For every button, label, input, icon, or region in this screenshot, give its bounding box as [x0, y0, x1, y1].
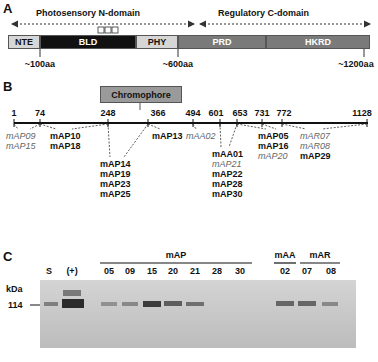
domain-label: NTE — [15, 37, 33, 47]
clone-name: mAP28 — [212, 179, 243, 189]
clone-name: mAP29 — [300, 151, 331, 161]
clone-name: mAP19 — [100, 169, 131, 179]
length-label: ~1200aa — [338, 59, 373, 69]
panel-letter: A — [3, 2, 12, 16]
position-number: 248 — [100, 108, 115, 118]
clone-name: mAP09 — [6, 131, 36, 141]
domain-box: PHY — [136, 35, 178, 49]
position-number: 731 — [254, 108, 269, 118]
clone-name: mAP15 — [6, 141, 36, 151]
domain-box: PRD — [178, 35, 266, 49]
clone-name: mAA02 — [186, 131, 216, 141]
lane-label: 09 — [125, 266, 135, 276]
domain-caption: Photosensory N-domain — [36, 8, 140, 18]
group-label: mAP — [166, 250, 187, 260]
clone-name: mAP18 — [50, 141, 81, 151]
domain-label: PHY — [148, 37, 167, 47]
lane-label: (+) — [66, 266, 77, 276]
position-number: 1 — [11, 108, 16, 118]
clone-name: mAR08 — [300, 141, 330, 151]
clone-name: mAP25 — [100, 189, 131, 199]
group-label: mAR — [309, 250, 330, 260]
clone-name: mAP30 — [212, 189, 243, 199]
length-label: ~600aa — [163, 59, 193, 69]
clone-name: mAP21 — [212, 159, 242, 169]
domain-caption: Regulatory C-domain — [218, 8, 309, 18]
clone-name: mAR07 — [300, 131, 330, 141]
position-number: 1128 — [352, 108, 372, 118]
lane-label: 08 — [326, 266, 336, 276]
position-number: 74 — [35, 108, 45, 118]
position-number: 494 — [185, 108, 200, 118]
lane-label: 15 — [147, 266, 157, 276]
lane-label: 07 — [302, 266, 312, 276]
clone-name: mAP20 — [258, 151, 288, 161]
lane-label: S — [46, 266, 52, 276]
lane-label: 21 — [190, 266, 200, 276]
panel-letter: C — [3, 250, 12, 264]
clone-name: mAP13 — [152, 131, 183, 141]
clone-name: mAP22 — [212, 169, 243, 179]
length-label: ~100aa — [25, 59, 55, 69]
clone-name: mAP10 — [50, 131, 81, 141]
domain-label: HKRD — [305, 37, 331, 47]
panel-letter: B — [3, 80, 12, 94]
domain-box: NTE — [8, 35, 40, 49]
clone-name: mAP14 — [100, 159, 131, 169]
clone-name: mAP23 — [100, 179, 131, 189]
lane-label: 02 — [280, 266, 290, 276]
position-number: 601 — [208, 108, 223, 118]
position-number: 366 — [150, 108, 165, 118]
lane-label: 05 — [104, 266, 114, 276]
clone-name: mAP05 — [258, 131, 289, 141]
marker-size: 114 — [8, 300, 23, 310]
clone-name: mAA01 — [212, 149, 243, 159]
clone-name: mAP16 — [258, 141, 289, 151]
domain-label: PRD — [212, 37, 231, 47]
lane-label: 30 — [235, 266, 245, 276]
chromophore-box: Chromophore — [100, 86, 182, 103]
lane-label: 28 — [212, 266, 222, 276]
domain-label: Chromophore — [111, 90, 171, 100]
unit-label: kDa — [6, 284, 23, 294]
domain-box: BLD — [40, 35, 136, 49]
group-label: mAA — [274, 250, 295, 260]
lane-label: 20 — [168, 266, 178, 276]
domain-box: HKRD — [266, 35, 370, 49]
domain-label: BLD — [79, 37, 98, 47]
position-number: 772 — [276, 108, 291, 118]
position-number: 653 — [232, 108, 247, 118]
